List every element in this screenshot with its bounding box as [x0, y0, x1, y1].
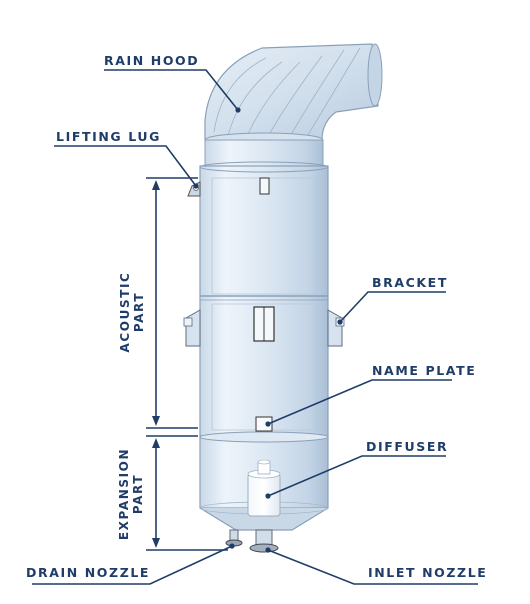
- diffuser-label: DIFFUSER: [366, 439, 449, 454]
- leader-lines: [32, 69, 478, 585]
- drain-nozzle-label: DRAIN NOZZLE: [26, 565, 151, 580]
- inlet-nozzle-label: INLET NOZZLE: [368, 565, 488, 580]
- acoustic-part-line1: ACOUSTIC: [118, 271, 132, 353]
- expansion-part-line1: EXPANSION: [117, 447, 131, 541]
- acoustic-part-label: ACOUSTIC PART: [118, 262, 150, 362]
- acoustic-part-line2: PART: [132, 291, 146, 333]
- bracket-label: BRACKET: [372, 275, 448, 290]
- name-plate-label: NAME PLATE: [372, 363, 477, 378]
- bracket-shapes: [183, 309, 345, 347]
- expansion-section-shape: [199, 431, 329, 531]
- rain-hood-shape: [204, 43, 383, 167]
- expansion-part-line2: PART: [131, 473, 145, 515]
- expansion-part-label: EXPANSION PART: [117, 439, 149, 549]
- acoustic-section-shape: [199, 161, 329, 437]
- rain-hood-label: RAIN HOOD: [104, 53, 200, 68]
- dimension-lines: [146, 177, 228, 551]
- lifting-lug-label: LIFTING LUG: [56, 129, 161, 144]
